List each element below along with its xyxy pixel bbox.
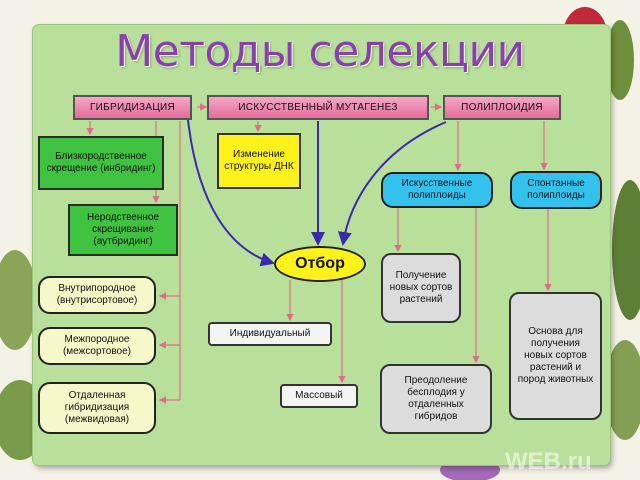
- polyploidy-header: ПОЛИПЛОИДИЯ: [443, 95, 561, 120]
- new-varieties-box: Получение новых сортов растений: [381, 253, 461, 323]
- intrabreed-box: Внутрипородное (внутрисортовое): [38, 276, 156, 314]
- overcome-sterility-box: Преодоление бесплодия у отдаленных гибри…: [380, 364, 492, 434]
- inbreeding-box: Близкородственное скрещение (инбридинг): [38, 136, 164, 190]
- distant-hybridization-box: Отдаленная гибридизация (межвидовая): [38, 382, 156, 434]
- breeding-basis-box: Основа для получения новых сортов растен…: [509, 292, 602, 420]
- watermark: WEB.ru: [505, 448, 592, 475]
- outbreeding-box: Неродственное скрещивание (аутбридинг): [68, 204, 178, 256]
- selection-node: Отбор: [274, 246, 366, 282]
- page-title: Методы селекции: [115, 26, 525, 77]
- hybridization-header: ГИБРИДИЗАЦИЯ: [73, 95, 192, 120]
- artificial-polyploids-box: Искусственные полиплоиды: [381, 172, 493, 208]
- mass-selection-box: Массовый: [280, 384, 358, 408]
- dna-change-box: Изменение структуры ДНК: [217, 133, 301, 189]
- spontaneous-polyploids-box: Спонтанные полиплоиды: [510, 171, 602, 209]
- interbreed-box: Межпородное (межсортовое): [38, 327, 156, 365]
- mutagenesis-header: ИСКУССТВЕННЫЙ МУТАГЕНЕЗ: [207, 95, 429, 120]
- individual-selection-box: Индивидуальный: [208, 322, 332, 346]
